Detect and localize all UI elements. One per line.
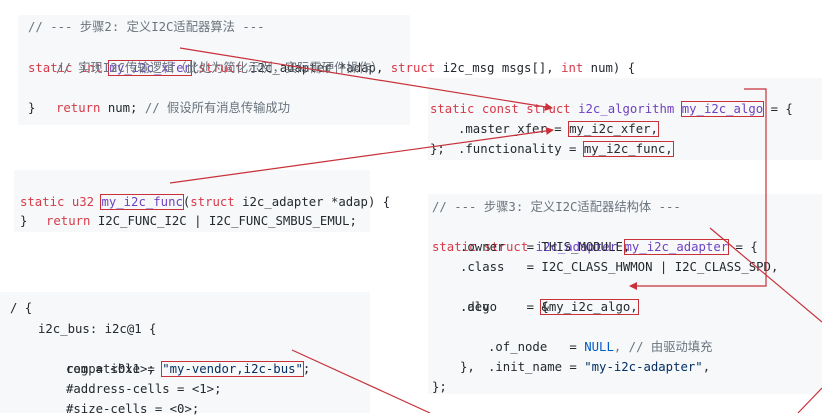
token-string: "my-i2c-adapter": [584, 360, 703, 374]
token-func-ref: my_i2c_func,: [582, 141, 674, 157]
code-comment-step3: // --- 步骤3: 定义I2C适配器结构体 ---: [432, 200, 681, 214]
code-line-adapter-decl: static struct i2c_adapter my_i2c_adapter…: [432, 217, 758, 255]
token-keyword: int: [561, 61, 584, 75]
code-line-adapter-class: .class = I2C_CLASS_HWMON | I2C_CLASS_SPD…: [460, 260, 779, 274]
token-type: static u32: [20, 195, 102, 209]
token-keyword: return: [46, 214, 91, 228]
token-params: i2c_adapter *adap) {: [234, 195, 391, 209]
code-line-xfer-return: return num; // 假设所有消息传输成功: [56, 78, 290, 115]
code-comment-xfer-body: // 实现I2C传输逻辑（此处为简化示例，实际需硬件操作）: [56, 61, 384, 75]
token-keyword: static struct: [432, 240, 536, 254]
token-keyword: struct: [190, 195, 235, 209]
token-field: .of_node =: [488, 340, 585, 354]
code-line-adapter-dev-close: },: [460, 360, 475, 374]
code-line-dt-bus: i2c_bus: i2c@1 {: [38, 322, 157, 336]
code-line-algo-master-xfer: .master_xfer = my_i2c_xfer,: [458, 99, 659, 137]
token-field: compatible =: [66, 362, 163, 376]
code-line-adapter-dev: .dev = {: [460, 300, 549, 314]
token-params: i2c_msg msgs[],: [435, 61, 562, 75]
token-assign: = {: [763, 102, 793, 116]
token-keyword: struct: [390, 61, 436, 75]
token-comment: , // 由驱动填充: [613, 340, 713, 354]
token-params: num) {: [583, 61, 636, 75]
token-field: .init_name =: [488, 360, 585, 374]
token-field: .algo =: [460, 300, 542, 314]
code-line-adapter-init-name: .init_name = "my-i2c-adapter",: [488, 337, 710, 374]
token-func-name: my_i2c_func: [100, 194, 184, 210]
token-algo-ref: &my_i2c_algo,: [540, 299, 639, 315]
code-line-xfer-signature: static int my_i2c_xfer(struct i2c_adapte…: [28, 38, 635, 76]
token-return-value: I2C_FUNC_I2C | I2C_FUNC_SMBUS_EMUL;: [90, 214, 357, 228]
code-comment-step2: // --- 步骤2: 定义I2C适配器算法 ---: [28, 20, 265, 34]
token-adapter-name: my_i2c_adapter: [623, 239, 730, 255]
code-line-algo-decl: static const struct i2c_algorithm my_i2c…: [430, 79, 793, 117]
token-null: NULL: [584, 340, 614, 354]
code-line-adapter-of-node: .of_node = NULL, // 由驱动填充: [488, 317, 712, 354]
token-comment: // 假设所有消息传输成功: [144, 101, 291, 115]
code-line-func-signature: static u32 my_i2c_func(struct i2c_adapte…: [20, 172, 390, 210]
token-return-value: num;: [100, 101, 145, 115]
code-line-dt-root: / {: [10, 301, 33, 315]
code-line-adapter-algo: .algo = &my_i2c_algo,: [460, 277, 639, 315]
code-line-dt-reg: reg = <0x1>;: [66, 362, 155, 376]
token-punct: ,: [702, 360, 711, 374]
code-line-dt-address-cells: #address-cells = <1>;: [66, 382, 222, 396]
code-line-algo-functionality: .functionality = my_i2c_func,: [458, 119, 674, 157]
code-line-func-return: return I2C_FUNC_I2C | I2C_FUNC_SMBUS_EMU…: [46, 191, 357, 228]
code-line-algo-close: };: [430, 142, 445, 156]
token-algo-name: my_i2c_algo: [680, 101, 765, 117]
token-keyword: static int: [28, 61, 110, 75]
token-keyword: return: [56, 101, 101, 115]
code-line-xfer-close: }: [28, 101, 36, 115]
code-line-dt-compatible: compatible = "my-vendor,i2c-bus";: [66, 339, 310, 377]
code-line-adapter-close: };: [432, 380, 447, 394]
token-field: .functionality =: [458, 142, 584, 156]
code-line-dt-size-cells: #size-cells = <0>;: [66, 402, 200, 416]
token-punct: ;: [302, 362, 311, 376]
token-assign: = {: [728, 240, 758, 254]
token-xfer-name: my_i2c_xfer: [108, 60, 192, 76]
token-paren: (: [182, 195, 191, 209]
token-type: i2c_adapter: [535, 240, 625, 254]
token-compatible-string: "my-vendor,i2c-bus": [161, 361, 304, 377]
code-line-adapter-owner: .owner = THIS_MODULE,: [460, 240, 631, 254]
code-line-func-close: }: [20, 214, 28, 228]
